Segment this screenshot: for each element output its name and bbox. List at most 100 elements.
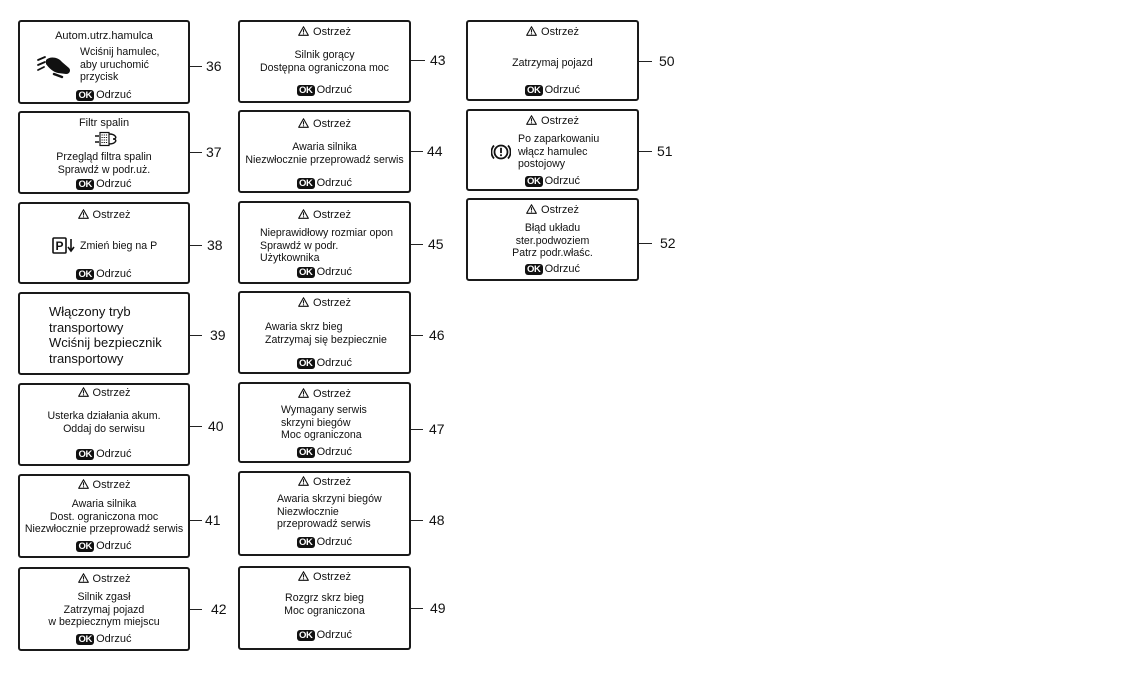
message-panel-45: Ostrzeż Nieprawidłowy rozmiar opon Spraw… bbox=[238, 201, 411, 284]
ok-badge: OK bbox=[76, 541, 95, 552]
callout-number-40: 40 bbox=[208, 418, 224, 434]
panel-message: Awaria silnika Niezwłocznie przeprowadź … bbox=[245, 141, 404, 166]
warning-icon bbox=[526, 26, 537, 36]
message-panel-36: Autom.utrz.hamulca Wciśnij hamulec, aby … bbox=[18, 20, 190, 104]
callout-line-39 bbox=[190, 335, 202, 336]
callout-number-48: 48 bbox=[429, 512, 445, 528]
callout-number-36: 36 bbox=[206, 58, 222, 74]
panel-message: Błąd układu ster.podwoziem Patrz podr.wł… bbox=[512, 222, 593, 259]
panel-message: Zatrzymaj pojazd bbox=[512, 57, 593, 69]
panel-title: Autom.utrz.hamulca bbox=[55, 30, 153, 42]
callout-number-45: 45 bbox=[428, 236, 444, 252]
panel-title: Ostrzeż bbox=[240, 571, 409, 584]
panel-message: Zmień bieg na P bbox=[80, 240, 158, 252]
callout-line-51 bbox=[639, 151, 652, 152]
warning-icon bbox=[78, 209, 89, 219]
ok-badge: OK bbox=[524, 264, 543, 275]
ok-badge: OK bbox=[296, 630, 315, 641]
message-panel-39: Włączony tryb transportowy Wciśnij bezpi… bbox=[18, 292, 190, 375]
callout-number-39: 39 bbox=[210, 327, 226, 343]
ok-badge: OK bbox=[76, 90, 95, 101]
message-panel-37: Filtr spalin Przegląd filtra spalin Spra… bbox=[18, 111, 190, 194]
parking-brake-warning-icon bbox=[490, 142, 512, 167]
svg-text:P: P bbox=[56, 239, 64, 253]
callout-line-38 bbox=[190, 245, 202, 246]
callout-line-49 bbox=[411, 608, 423, 609]
callout-line-50 bbox=[639, 61, 652, 62]
ok-badge: OK bbox=[524, 85, 543, 96]
warning-icon bbox=[526, 115, 537, 125]
callout-line-45 bbox=[411, 244, 423, 245]
warning-icon bbox=[78, 573, 89, 583]
panel-title: Ostrzeż bbox=[468, 26, 637, 39]
panel-title: Ostrzeż bbox=[20, 209, 188, 222]
warning-icon bbox=[526, 204, 537, 214]
callout-number-46: 46 bbox=[429, 327, 445, 343]
panel-message: Silnik zgasł Zatrzymaj pojazd w bezpiecz… bbox=[48, 591, 160, 628]
panel-title: Ostrzeż bbox=[20, 387, 188, 400]
panel-message: Awaria silnika Dost. ograniczona moc Nie… bbox=[24, 498, 184, 535]
message-panel-49: Ostrzeż Rozgrz skrz bieg Moc ograniczona… bbox=[238, 566, 411, 650]
message-panel-47: Ostrzeż Wymagany serwis skrzyni biegów M… bbox=[238, 382, 411, 463]
callout-line-46 bbox=[411, 335, 423, 336]
panel-title: Ostrzeż bbox=[468, 204, 637, 217]
callout-number-50: 50 bbox=[659, 53, 675, 69]
warning-icon bbox=[78, 387, 89, 397]
exhaust-filter-icon bbox=[94, 131, 120, 152]
callout-line-48 bbox=[411, 520, 423, 521]
callout-line-52 bbox=[639, 243, 652, 244]
panel-message: Nieprawidłowy rozmiar opon Sprawdź w pod… bbox=[260, 227, 394, 264]
callout-line-44 bbox=[411, 151, 423, 152]
panel-title: Ostrzeż bbox=[240, 209, 409, 222]
message-panel-41: Ostrzeż Awaria silnika Dost. ograniczona… bbox=[18, 474, 190, 558]
panel-message: Wciśnij hamulec, aby uruchomić przycisk bbox=[80, 46, 160, 83]
callout-number-41: 41 bbox=[205, 512, 221, 528]
message-panel-52: Ostrzeż Błąd układu ster.podwoziem Patrz… bbox=[466, 198, 639, 281]
panel-title: Ostrzeż bbox=[240, 26, 409, 39]
warning-icon bbox=[298, 297, 309, 307]
message-panel-44: Ostrzeż Awaria silnika Niezwłocznie prze… bbox=[238, 110, 411, 193]
message-panel-40: Ostrzeż Usterka działania akum. Oddaj do… bbox=[18, 383, 190, 466]
ok-badge: OK bbox=[296, 537, 315, 548]
callout-number-49: 49 bbox=[430, 600, 446, 616]
callout-number-38: 38 bbox=[207, 237, 223, 253]
panel-title: Ostrzeż bbox=[240, 118, 409, 131]
ok-badge: OK bbox=[296, 267, 315, 278]
warning-icon bbox=[298, 388, 309, 398]
warning-icon bbox=[298, 476, 309, 486]
panel-message: Przegląd filtra spalin Sprawdź w podr.uż… bbox=[56, 151, 152, 176]
warning-icon bbox=[298, 209, 309, 219]
callout-number-47: 47 bbox=[429, 421, 445, 437]
ok-badge: OK bbox=[76, 634, 95, 645]
panel-title: Filtr spalin bbox=[78, 117, 130, 129]
message-panel-43: Ostrzeż Silnik gorący Dostępna ograniczo… bbox=[238, 20, 411, 103]
panel-message: Wymagany serwis skrzyni biegów Moc ogran… bbox=[281, 404, 367, 441]
callout-line-42 bbox=[190, 609, 202, 610]
ok-badge: OK bbox=[296, 358, 315, 369]
message-panel-48: Ostrzeż Awaria skrzyni biegów Niezwłoczn… bbox=[238, 471, 411, 556]
warning-icon bbox=[298, 118, 309, 128]
ok-badge: OK bbox=[76, 449, 95, 460]
panel-title: Ostrzeż bbox=[20, 479, 188, 492]
brake-pedal-foot-icon bbox=[36, 54, 72, 85]
panel-message: Po zaparkowaniu włącz hamulec postojowy bbox=[518, 133, 600, 170]
panel-title: Ostrzeż bbox=[240, 297, 409, 310]
